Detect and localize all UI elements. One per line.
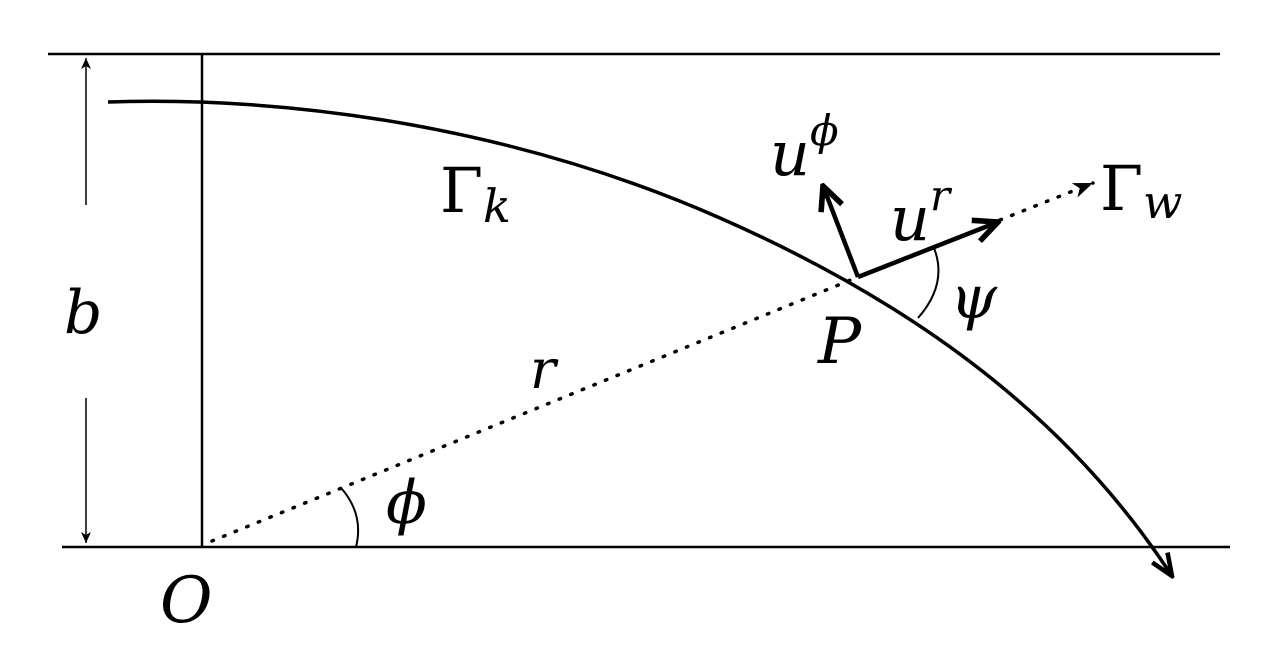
u-r-superscript: r: [930, 171, 953, 220]
label-gamma-w: Γw: [1100, 152, 1182, 229]
label-gamma-k: Γk: [440, 154, 511, 233]
label-u-phi: uϕ: [770, 106, 839, 190]
psi-angle-arc: [917, 247, 940, 319]
radius-dotted-line: [210, 275, 860, 543]
u-phi-base: u: [770, 117, 810, 190]
u-r-vector: [857, 222, 998, 280]
label-b: b: [64, 278, 102, 348]
gamma-k-curve: [107, 99, 1172, 576]
u-phi-vector: [823, 186, 861, 278]
label-phi: ϕ: [386, 468, 427, 538]
label-p: P: [817, 305, 862, 379]
u-phi-superscript: ϕ: [810, 106, 839, 155]
gamma-w-subscript: w: [1143, 175, 1182, 229]
label-psi: ψ: [950, 263, 998, 333]
gamma-k-base: Γ: [440, 154, 483, 227]
label-u-r: ur: [890, 171, 953, 255]
gamma-w-dotted-line: [998, 181, 1095, 222]
label-o: O: [160, 564, 212, 638]
u-r-base: u: [890, 182, 930, 255]
label-r: r: [530, 338, 559, 401]
gamma-w-base: Γ: [1100, 152, 1143, 225]
phi-angle-arc: [341, 488, 360, 548]
gamma-k-subscript: k: [483, 179, 511, 233]
